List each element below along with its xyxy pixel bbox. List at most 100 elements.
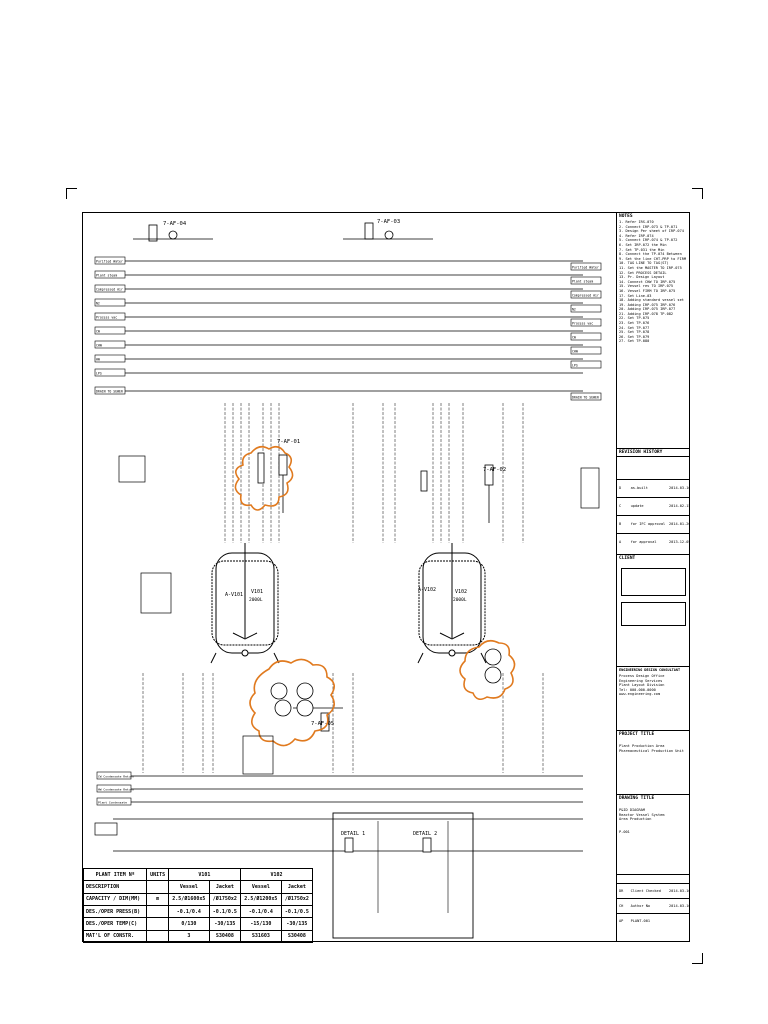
plant-table-cell-v102j: -30/135 (280, 917, 314, 931)
text-line: 7. Set TP-031 the Min (619, 247, 665, 252)
vessel-v102-volume: 2000L (453, 597, 467, 603)
approval-d: 2014-03-10 (668, 888, 691, 893)
line-label-box-left (94, 298, 126, 307)
line-label-right: LPS (572, 364, 578, 368)
text-line: 21. Adding IRP-078 TP-082 (619, 311, 674, 316)
approval-v: Client Checked (630, 888, 661, 893)
text-line: Reactor Vessel System (619, 812, 665, 817)
plant-table-cell-label: MAT'L OF CONSTR. (82, 929, 148, 944)
plant-table-cell-unit (146, 904, 169, 919)
approval-row: AP PLANT-001 (617, 913, 690, 928)
revision-cloud-1 (234, 445, 294, 511)
text-line: 9. Set the line CHT-PRP to FIRM (619, 256, 687, 261)
line-label-box-right (570, 262, 602, 271)
text-line: 20. Adding IRP-075 IRP-077 (619, 307, 676, 312)
vessel-v101 (210, 543, 280, 664)
filter-af03-tag: 7-AF-03 (377, 219, 400, 225)
line-label-right: CHW (572, 350, 578, 354)
line-label-left: HW (96, 358, 100, 362)
revision-date: 2014-03-10 (668, 486, 691, 490)
line-label-box-right (570, 360, 602, 369)
text-line: 14. Connect CHW TO IRP-075 (619, 279, 676, 284)
line-label-right: Process vac (572, 322, 593, 326)
revision-rev: B (619, 522, 622, 526)
revision-rev: A (619, 540, 622, 544)
line-label-box-right (570, 318, 602, 327)
plant-table-sub-v101-vessel: Vessel (167, 880, 210, 894)
text-line: 19. Adding IRP-075 IRP-076 (619, 302, 676, 307)
return-label-3: Plant Condensate (98, 801, 127, 805)
plant-table-cell-v101j: S30408 (208, 929, 241, 944)
filter-af02 (420, 464, 494, 523)
vessel-v102 (417, 543, 487, 664)
vessel-v101-volume: 2000L (249, 597, 263, 603)
approval-d: 2014-03-10 (668, 903, 691, 908)
company-section: ENGINEERING DESIGN CONSULTANT Process De… (617, 667, 690, 731)
detail-1-label: DETAIL 1 (341, 831, 365, 837)
line-label-left: LPS (96, 372, 102, 376)
revision-date: 2013-12-05 (668, 540, 691, 544)
client-section: CLIENT (617, 555, 690, 667)
approval-v: Author No (630, 903, 651, 908)
text-line: 8. Connect the TP-074 Between (619, 252, 682, 257)
line-label-box-left (94, 340, 126, 349)
plant-table-cell-label: CAPACITY / DIM(MM) (82, 892, 148, 906)
line-label-box-right (570, 346, 602, 355)
filter-af01-tag: 7-AF-01 (277, 439, 300, 445)
return-labels: CW Condensate Return HW Condensate Retur… (96, 771, 134, 806)
plant-table-header-v102: V102 (239, 867, 314, 882)
line-label-left: Process vac (96, 316, 117, 320)
drawing-number: P-001 (619, 829, 630, 834)
plant-table-cell-v102j: -0.1/0.5 (280, 904, 314, 919)
plant-table-cell-unit (146, 917, 169, 931)
revision-cloud-3 (459, 639, 516, 701)
plant-table-cell-v101v: 0/130 (167, 917, 210, 931)
client-heading: CLIENT (619, 556, 636, 561)
plant-table-cell-v102v: -15/130 (239, 917, 282, 931)
equipment-boxes (94, 455, 600, 836)
vessel-v102-tag: A-V102 (418, 587, 436, 593)
text-line: 5. Connect IRP-074 & TP-072 (619, 238, 678, 243)
plant-item-table: PLANT ITEM Nº UNITS V101 V102 DESCRIPTIO… (82, 867, 314, 944)
line-label-box-right (570, 276, 602, 285)
filter-af05-tag: 7-AF-05 (311, 721, 334, 727)
text-line: 2. Connect IRP-073 & TP-071 (619, 224, 678, 229)
corner-mark-br (692, 953, 703, 964)
line-label-box-left (94, 270, 126, 279)
text-line: 18. Adding standard vessel set (619, 298, 684, 303)
project-heading: PROJECT TITLE (619, 732, 655, 737)
line-label-right: CW (572, 336, 576, 340)
revision-date: 2014-02-15 (668, 504, 691, 508)
text-line: 17. Set Line-03 (619, 293, 652, 298)
text-line: 25. Set TP-078 (619, 330, 650, 335)
line-label-box-left (94, 386, 126, 395)
line-label-left: N2 (96, 302, 100, 306)
filter-af02-tag: 7-AF-02 (483, 467, 506, 473)
revision-desc: for IFC approval (630, 522, 666, 526)
plant-table-cell-v102v: S31603 (239, 929, 282, 944)
revision-clouds (234, 445, 516, 747)
text-line: 26. Set TP-079 (619, 334, 650, 339)
line-label-box-left (94, 312, 126, 321)
text-line: 13. Pr. Design Layout (619, 275, 665, 280)
approval-v: PLANT-001 (630, 918, 651, 923)
line-label-right: Compressed Air (572, 294, 599, 298)
return-label-1: CW Condensate Return (98, 775, 134, 779)
approval-k: AP (619, 918, 624, 923)
revision-desc: for approval (630, 540, 657, 544)
plant-table-cell-v102v: -0.1/0.4 (239, 904, 282, 919)
line-label-left: Plant steam (96, 274, 117, 278)
text-line: 3. Design Per sheet of IRP-074 (619, 229, 684, 234)
line-label-box-left (94, 368, 126, 377)
revision-desc: update (630, 504, 644, 508)
plant-table-cell-unit (146, 929, 169, 944)
text-line: Plant Layout Division (619, 683, 665, 688)
